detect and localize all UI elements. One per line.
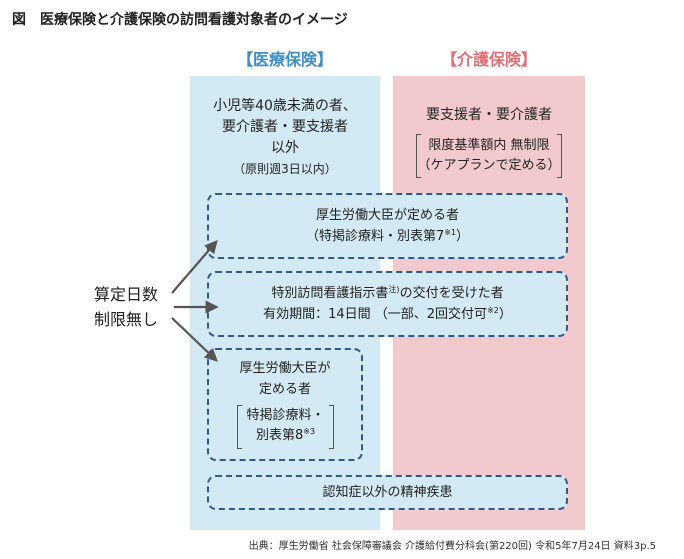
box1-text: 厚生労働大臣が定める者 （特掲診療料・別表第7※1） [209,205,566,247]
kaigo-header: 【介護保険】 [440,50,537,69]
iryo-note: （原則週3日以内） [233,162,337,176]
box2-sup-1: 注) [388,285,400,294]
left-label-line-2: 制限無し [93,310,158,329]
iryo-header: 【医療保険】 [236,50,333,69]
box3-bracket-line-2-text: 別表第8 [255,428,304,443]
box3-bracket-line-1: 特掲診療料・ [246,408,325,423]
box-special-instruction: 特別訪問看護指示書注)の交付を受けた者 有効期間：14日間 （一部、2回交付可※… [207,271,568,337]
box3-line-2: 定める者 [258,382,311,397]
box-psychiatric: 認知症以外の精神疾患 [207,475,568,510]
box3-bracket-text: 特掲診療料・ 別表第8※3 [237,406,334,446]
arrow-to-box3 [171,317,218,362]
bracket-right [557,134,562,178]
iryo-description: 小児等40歳未満の者、 要介護者・要支援者 以外 （原則週3日以内） [190,96,380,180]
iryo-line-3: 以外 [271,140,299,156]
box4-text: 認知症以外の精神疾患 [322,485,453,500]
figure-title: 図 医療保険と介護保険の訪問看護対象者のイメージ [12,12,348,28]
box3-bracket: 特掲診療料・ 別表第8※3 [237,405,334,449]
iryo-line-2: 要介護者・要支援者 [222,119,348,135]
left-label-line-1: 算定日数 [93,285,158,304]
kaigo-bracket-line-2: （ケアプランで定める） [417,158,561,173]
arrow-to-box1 [171,240,218,294]
kaigo-main-text: 要支援者・要介護者 [426,107,552,123]
box3-sup: ※3 [303,427,316,436]
box2-sup-2: ※2 [487,306,499,315]
kaigo-bracket: 限度基準額内 無制限 （ケアプランで定める） [416,134,562,178]
box1-line-2-end: ） [456,229,470,244]
box1-line-2: （特掲診療料・別表第7※1） [209,226,566,247]
box3-text: 厚生労働大臣が 定める者 [209,358,361,400]
iryo-line-1: 小児等40歳未満の者、 [213,98,357,114]
box2-line-2: 有効期間：14日間 （一部、2回交付可※2） [209,304,566,325]
box1-line-2-text: （特掲診療料・別表第7 [305,229,445,244]
box2-line-1a: 特別訪問看護指示書 [271,286,389,301]
box2-text: 特別訪問看護指示書注)の交付を受けた者 有効期間：14日間 （一部、2回交付可※… [209,283,566,325]
kaigo-bracket-text: 限度基準額内 無制限 （ケアプランで定める） [416,136,562,176]
kaigo-bracket-line-1: 限度基準額内 無制限 [428,138,550,153]
no-day-limit-label: 算定日数 制限無し [78,282,174,332]
box3-line-1: 厚生労働大臣が [239,361,331,376]
box1-sup: ※1 [444,228,457,237]
box3-bracket-line-2: 別表第8※3 [237,426,334,446]
source-citation: 出典：厚生労働省 社会保障審議会 介護給付費分科会(第220回) 令和5年7月2… [248,541,656,552]
box2-line-1: 特別訪問看護指示書注)の交付を受けた者 [209,283,566,304]
bracket-left [416,134,421,178]
box-table8: 厚生労働大臣が 定める者 特掲診療料・ 別表第8※3 [207,348,363,461]
bracket-left [237,405,242,449]
box1-line-1: 厚生労働大臣が定める者 [315,208,459,223]
box2-line-1b: の交付を受けた者 [399,286,504,301]
box2-line-2-text: 有効期間：14日間 （一部、2回交付可 [263,307,488,322]
box2-line-2-end: ） [498,307,512,322]
box-designated-by-minister: 厚生労働大臣が定める者 （特掲診療料・別表第7※1） [207,193,568,259]
bracket-right [329,405,334,449]
